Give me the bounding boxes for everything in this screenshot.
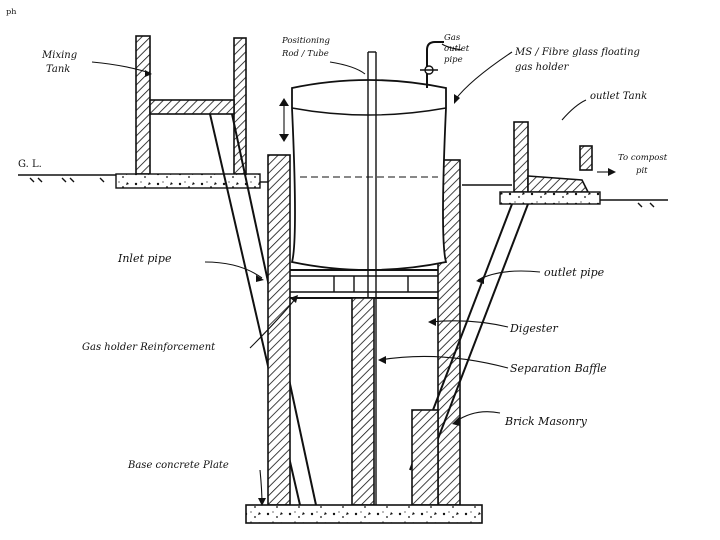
floating-gas-holder-label-2: gas holder (515, 62, 570, 73)
brick-masonry-label: Brick Masonry (504, 415, 588, 428)
mixing-tank-label-1: Mixing (41, 50, 77, 61)
mixing-tank (115, 35, 261, 189)
outlet-tank-label: outlet Tank (590, 91, 647, 102)
gas-outlet-label-2: outlet (444, 44, 470, 54)
lower-masonry (411, 409, 439, 506)
floating-gas-holder-label-1: MS / Fibre glass floating (514, 47, 640, 58)
compost-pit-label-2: pit (636, 166, 648, 176)
movement-arrow (279, 98, 289, 142)
gas-outlet-pipe (420, 41, 444, 88)
ground-level-label: G. L. (18, 159, 42, 170)
inlet-pipe-label: Inlet pipe (117, 252, 172, 265)
positioning-rod-label-2: Rod / Tube (281, 49, 329, 59)
labels: Mixing Tank Positioning Rod / Tube Gas o… (18, 33, 668, 471)
separation-baffle (351, 297, 375, 506)
base-concrete-plate (245, 504, 483, 524)
positioning-rod-label-1: Positioning (281, 36, 330, 46)
gas-outlet-label-3: pipe (444, 55, 463, 65)
separation-baffle-label: Separation Baffle (510, 362, 607, 375)
corner-mark: ᵖʰ (6, 7, 17, 22)
base-concrete-plate-label: Base concrete Plate (127, 460, 229, 471)
digester-label: Digester (509, 322, 558, 335)
ground-level (18, 174, 668, 208)
gas-holder-reinforcement-label: Gas holder Reinforcement (82, 342, 216, 353)
mixing-tank-label-2: Tank (46, 64, 70, 75)
floating-gas-holder (290, 79, 448, 271)
compost-pit-label-1: To compost (618, 153, 668, 163)
outlet-tank (499, 121, 616, 205)
gas-outlet-label-1: Gas (444, 33, 461, 43)
outlet-pipe-label: outlet pipe (544, 266, 605, 279)
gas-holder-reinforcement (290, 269, 438, 299)
leader-lines (91, 43, 587, 506)
